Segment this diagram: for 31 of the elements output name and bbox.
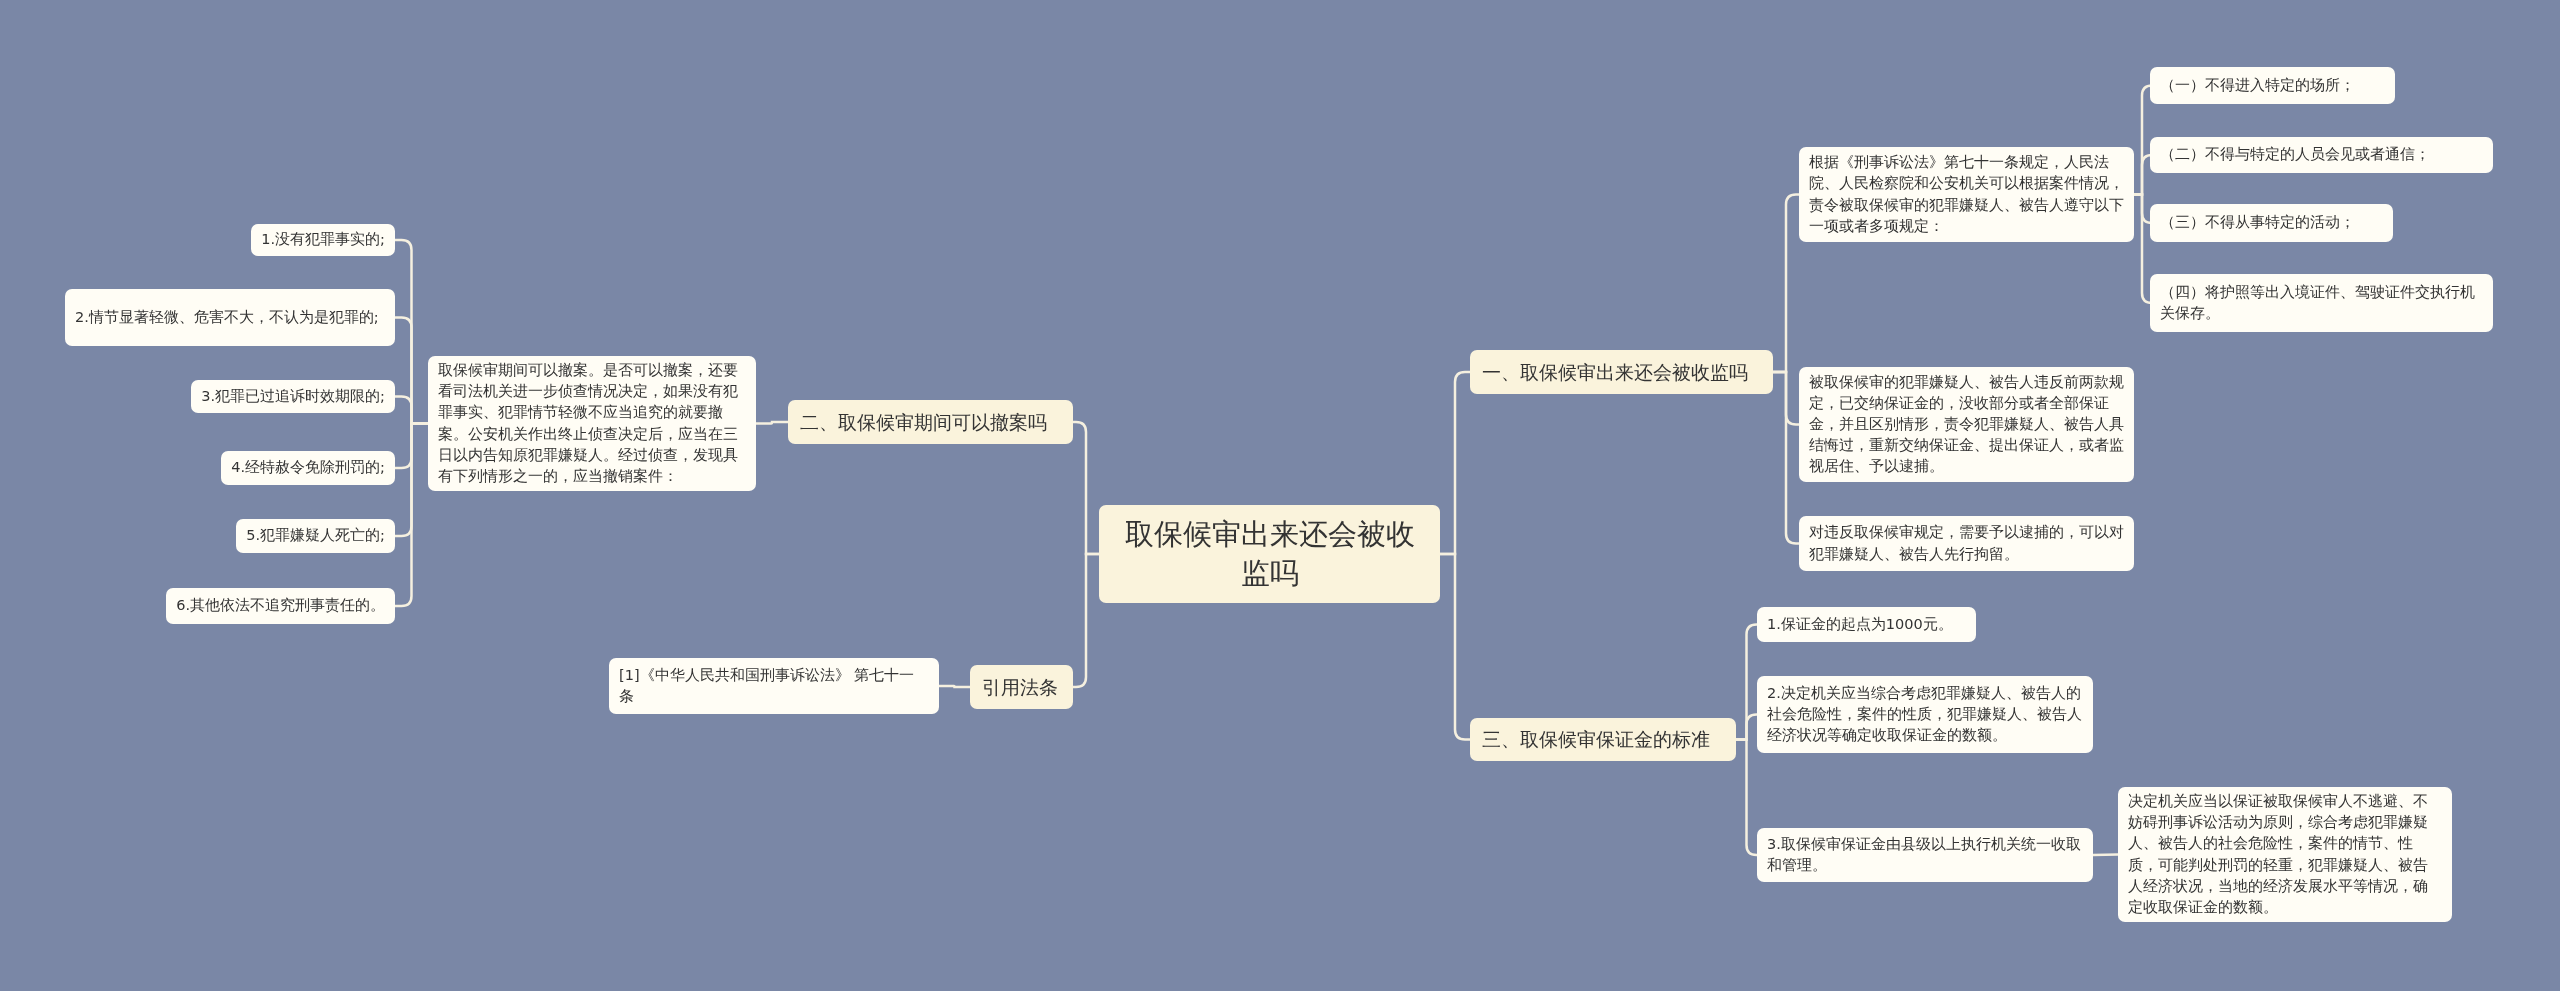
connector-line [1073, 552, 1099, 689]
subtopic-box: （一）不得进入特定的场所； [2150, 67, 2395, 104]
subtopic-box: 被取保候审的犯罪嫌疑人、被告人违反前两款规定，已交纳保证金的，没收部分或者全部保证金，并且区别情形，责令犯罪嫌疑人、被告人具结悔过，重新交纳保证金、提出保证人，或者监视居住、予以逮捕。 [1799, 367, 2134, 482]
connector-line [1773, 370, 1799, 545]
subtopic-box: 根据《刑事诉讼法》第七十一条规定，人民法院、人民检察院和公安机关可以根据案件情况，责令被取保候审的犯罪嫌疑人、被告人遵守以下一项或者多项规定： [1799, 147, 2134, 242]
topic-box: 一、取保候审出来还会被收监吗 [1470, 350, 1773, 394]
connector-line [756, 420, 788, 425]
subtopic-box: 2.情节显著轻微、危害不大，不认为是犯罪的; [65, 289, 395, 346]
subtopic-box: 1.没有犯罪事实的; [251, 224, 395, 256]
connector-line [395, 422, 428, 608]
subtopic-box: （二）不得与特定的人员会见或者通信； [2150, 137, 2493, 173]
topic-box: 二、取保候审期间可以撤案吗 [788, 400, 1073, 444]
subtopic-box: 4.经特赦令免除刑罚的; [221, 451, 395, 485]
subtopic-box: 2.决定机关应当综合考虑犯罪嫌疑人、被告人的社会危险性，案件的性质，犯罪嫌疑人、被告人经济状况等确定收取保证金的数额。 [1757, 676, 2093, 753]
subtopic-box: 6.其他依法不追究刑事责任的。 [166, 588, 395, 624]
subtopic-box: 对违反取保候审规定，需要予以逮捕的，可以对犯罪嫌疑人、被告人先行拘留。 [1799, 516, 2134, 571]
connector-line [2092, 853, 2119, 857]
subtopic-box: 5.犯罪嫌疑人死亡的; [236, 519, 395, 553]
connector-line [1736, 738, 1758, 857]
topic-box: 引用法条 [970, 665, 1073, 709]
connector-line [939, 684, 970, 689]
subtopic-box: （三）不得从事特定的活动； [2150, 204, 2393, 242]
subtopic-box: 决定机关应当以保证被取保候审人不逃避、不妨碍刑事诉讼活动为原则，综合考虑犯罪嫌疑人、被告人的社会危险性，案件的情节、性质，可能判处刑罚的轻重，犯罪嫌疑人、被告人经济状况，当地的经济发展水平等情况，确定收取保证金的数额。 [2118, 787, 2452, 922]
topic-box: 三、取保候审保证金的标准 [1470, 718, 1736, 761]
subtopic-box: （四）将护照等出入境证件、驾驶证件交执行机关保存。 [2150, 274, 2493, 332]
subtopic-box: 3.犯罪已过追诉时效期限的; [191, 380, 395, 413]
subtopic-box: 1.保证金的起点为1000元。 [1757, 607, 1976, 642]
central-topic-box: 取保候审出来还会被收监吗 [1099, 505, 1440, 603]
subtopic-box: 取保候审期间可以撤案。是否可以撤案，还要看司法机关进一步侦查情况决定，如果没有犯罪事实、犯罪情节轻微不应当追究的就要撤案。公安机关作出终止侦查决定后，应当在三日以内告知原犯罪嫌疑人。经过侦查，发现具有下列情形之一的，应当撤销案件： [428, 356, 756, 491]
subtopic-box: 3.取保候审保证金由县级以上执行机关统一收取和管理。 [1757, 828, 2093, 882]
subtopic-box: [1]《中华人民共和国刑事诉讼法》 第七十一条 [609, 658, 939, 714]
